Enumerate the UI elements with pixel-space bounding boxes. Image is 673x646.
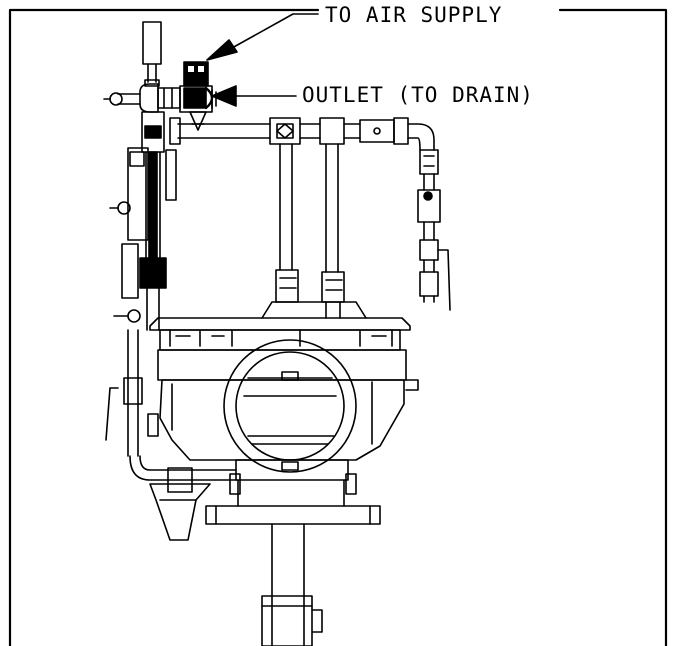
upper-manifold-pipe <box>169 111 435 151</box>
middle-pipe-left <box>275 143 299 303</box>
right-branch <box>417 149 451 311</box>
left-panel <box>109 147 177 299</box>
air-supply-arrow <box>206 13 319 61</box>
outlet-label: OUTLET (TO DRAIN) <box>300 83 536 107</box>
air-supply-label: TO AIR SUPPLY <box>322 4 506 26</box>
drawing-border <box>8 8 668 646</box>
top-valve-cluster <box>103 61 217 113</box>
stand-pipe <box>261 523 323 646</box>
left-sight-glass <box>129 111 167 331</box>
middle-pipe-right <box>321 143 345 319</box>
outlet-arrow <box>211 85 297 107</box>
top-cylinder <box>142 21 162 87</box>
valve-base <box>205 459 381 525</box>
lower-left-piping <box>105 329 237 541</box>
